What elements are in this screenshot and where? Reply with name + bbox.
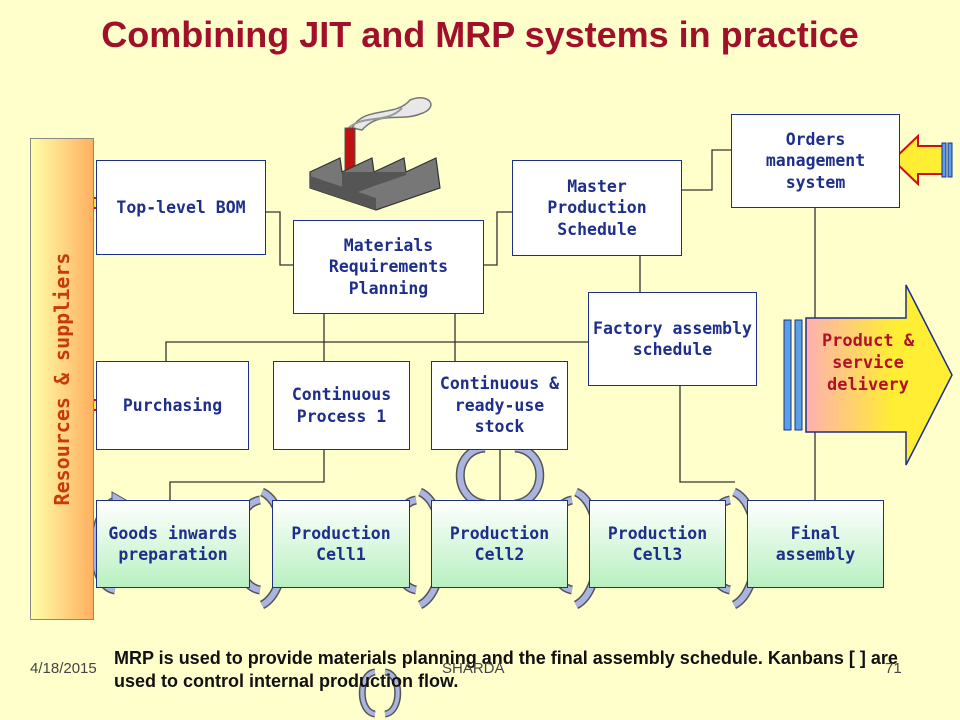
master-production-schedule-box: Master Production Schedule xyxy=(512,160,682,256)
purchasing-box: Purchasing xyxy=(96,361,249,450)
delivery-arrow-icon xyxy=(783,284,953,466)
footer-page-number: 71 xyxy=(885,660,902,677)
mrp-box: Materials Requirements Planning xyxy=(293,220,484,314)
sidebar-label: Resources & suppliers xyxy=(50,252,74,506)
delivery-label: Product & service delivery xyxy=(821,331,915,396)
footer-author: SHARDA xyxy=(442,660,505,677)
factory-assembly-schedule-box: Factory assembly schedule xyxy=(588,292,757,386)
resources-suppliers-sidebar: Resources & suppliers xyxy=(30,138,94,620)
factory-icon xyxy=(309,97,441,211)
production-cell-1: Production Cell1 xyxy=(272,500,410,588)
orders-management-box: Orders management system xyxy=(731,114,900,208)
top-level-bom-box: Top-level BOM xyxy=(96,160,266,255)
footer-date: 4/18/2015 xyxy=(30,660,97,677)
continuous-process-box: Continuous Process 1 xyxy=(273,361,410,450)
goods-inwards-cell: Goods inwards preparation xyxy=(96,500,250,588)
caption-kanban-icon xyxy=(358,668,402,718)
production-cell-2: Production Cell2 xyxy=(431,500,568,588)
orders-input-arrow-icon xyxy=(891,133,953,187)
slide-title: Combining JIT and MRP systems in practic… xyxy=(101,14,859,55)
production-cell-3: Production Cell3 xyxy=(589,500,726,588)
final-assembly-cell: Final assembly xyxy=(747,500,884,588)
caption-text: MRP is used to provide materials plannin… xyxy=(114,648,898,691)
continuous-stock-box: Continuous & ready-use stock xyxy=(431,361,568,450)
